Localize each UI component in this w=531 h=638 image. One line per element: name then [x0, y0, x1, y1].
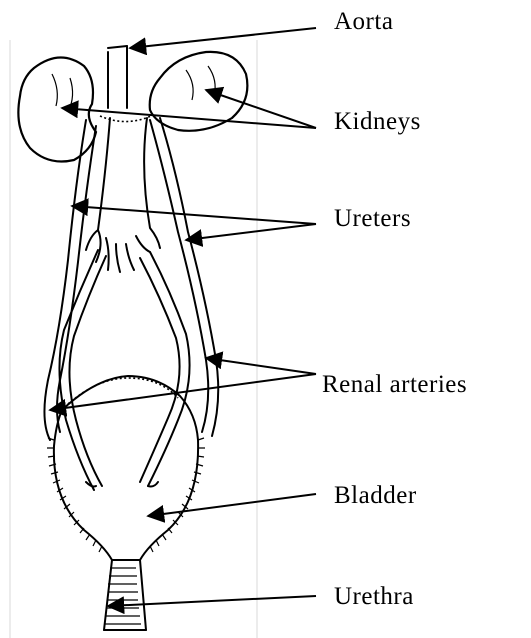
urethra [104, 560, 146, 630]
ureters-arrow-left [72, 206, 316, 224]
label-ureters: Ureters [334, 205, 411, 232]
bladder-arrow [148, 494, 316, 516]
labels: Aorta Kidneys Ureters Renal arteries Bla… [322, 8, 467, 610]
ureters-arrow-right [186, 224, 316, 240]
aorta-arrow [130, 28, 316, 48]
label-kidneys: Kidneys [334, 108, 421, 135]
renal-arteries [59, 250, 189, 490]
bladder [47, 376, 205, 560]
label-bladder: Bladder [334, 482, 417, 509]
label-aorta: Aorta [334, 8, 393, 35]
renal-arteries-arrow-right [206, 358, 316, 374]
label-urethra: Urethra [334, 583, 414, 610]
label-renal-arteries: Renal arteries [322, 371, 467, 398]
urethra-arrow [108, 596, 316, 606]
aorta-vessel [86, 46, 160, 272]
